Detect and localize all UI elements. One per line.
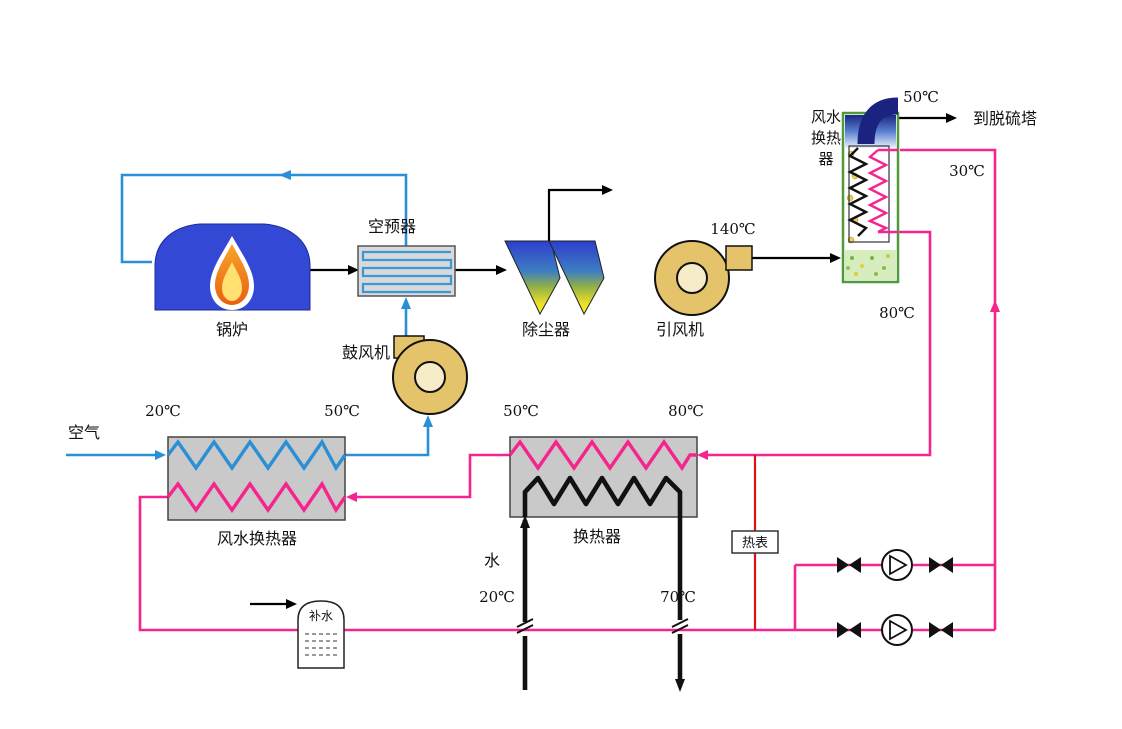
pipe-break-marks (516, 618, 689, 634)
dust-collector-label: 除尘器 (522, 320, 570, 339)
boiler-label: 锅炉 (216, 320, 248, 339)
arrow-into-preheater (348, 265, 359, 275)
arrow-to-stack (946, 113, 957, 123)
arrow-into-dust (496, 265, 507, 275)
to-desulfurization-label: 到脱硫塔 (973, 109, 1037, 128)
id-fan-outlet-duct (725, 245, 753, 271)
heat-meter-label: 热表 (742, 536, 768, 551)
makeup-water-level-lines (305, 633, 337, 656)
preheater-coil (361, 250, 453, 294)
flue-gas-heat-recovery-tower (841, 97, 900, 284)
pump-valve-assembly-2 (837, 614, 953, 646)
arrow-into-fan (423, 415, 433, 427)
air-loop-path (120, 173, 408, 264)
process-water-line (516, 475, 689, 690)
air-water-heat-exchanger (166, 436, 347, 521)
tower-black-coil (847, 147, 869, 237)
flame-core-icon (222, 262, 242, 301)
return-water-riser-line (900, 148, 997, 630)
pump-valve-assembly-1 (837, 549, 953, 581)
arrow-into-tower (830, 253, 841, 263)
dust-hopper-1 (504, 240, 561, 316)
temp-exchanger-out: 50℃ (503, 402, 539, 420)
awhx-air-coil (166, 438, 347, 472)
valve-icon (849, 622, 861, 638)
bottom-return-line (138, 495, 795, 632)
preheater-box (357, 245, 456, 297)
air-to-fan-line (345, 427, 430, 457)
temp-water-out: 70℃ (660, 588, 696, 606)
temp-flue-inlet: 140℃ (710, 220, 755, 238)
arrow-into-left-exchanger (346, 492, 357, 502)
whx-label: 换热器 (573, 527, 621, 546)
hot-water-arrowheads (346, 300, 1000, 502)
flue-gas-arrowheads (286, 113, 957, 609)
air-preheater (357, 245, 456, 297)
air-inlet (66, 450, 166, 460)
valve-icon (929, 557, 941, 573)
makeup-water-tank (297, 600, 345, 669)
dust-hopper-2 (548, 240, 605, 316)
valve-icon (849, 557, 861, 573)
tower-label-line2: 换热 (811, 129, 841, 147)
temp-hot-supply: 80℃ (879, 304, 915, 322)
flue-gas-lines (250, 116, 948, 606)
arrow-water-out (675, 679, 685, 692)
temp-exchanger-in: 80℃ (668, 402, 704, 420)
blower-label: 鼓风机 (342, 343, 390, 362)
stack-duct (857, 97, 899, 145)
induced-draft-fan (654, 240, 753, 316)
valve-icon (941, 622, 953, 638)
whx-hot-coil (508, 439, 697, 472)
blower-hub (414, 361, 446, 393)
interexchanger-50c-line (356, 453, 510, 499)
preheater-label: 空预器 (368, 217, 416, 236)
air-label: 空气 (68, 423, 100, 442)
hot-supply-80c-line (706, 230, 932, 457)
water-label: 水 (484, 551, 500, 570)
heat-meter (731, 455, 779, 630)
temp-return-water: 30℃ (949, 162, 985, 180)
boiler (154, 223, 311, 311)
tower-label-line3: 器 (818, 150, 833, 168)
dust-collector (504, 240, 605, 316)
forced-draft-fan (345, 297, 468, 457)
arrow-into-preheater-bottom (401, 297, 411, 309)
temp-water-in: 20℃ (479, 588, 515, 606)
tower-label-line1: 风水 (811, 108, 841, 126)
heat-meter-box (731, 530, 779, 554)
water-coil (522, 475, 683, 517)
valve-icon (929, 622, 941, 638)
packing-speckles (846, 254, 890, 276)
tower-vertical-label: 风水 换热 器 (811, 108, 841, 168)
valve-icon (837, 557, 849, 573)
dust-outlet-line (547, 188, 604, 241)
arrow-air-inlet (155, 450, 166, 460)
pump-rotor-icon (889, 554, 908, 576)
arrow-dust-outlet (602, 185, 613, 195)
coil-frame (848, 145, 890, 243)
air-loop-arrow (279, 170, 291, 180)
arrow-up-riser (990, 300, 1000, 312)
makeup-label: 补水 (309, 609, 333, 623)
arrow-into-makeup (286, 599, 297, 609)
temp-stack-outlet: 50℃ (903, 88, 939, 106)
temp-air-out: 50℃ (324, 402, 360, 420)
pump-rotor-icon (889, 619, 908, 641)
tower-pink-coil (867, 149, 889, 234)
valve-icon (941, 557, 953, 573)
id-fan-label: 引风机 (656, 320, 704, 339)
air-recirculation-line (120, 170, 408, 264)
awhx-water-coil (166, 480, 347, 514)
valve-icon (837, 622, 849, 638)
arrow-water-in (520, 515, 530, 528)
awhx-label: 风水换热器 (217, 529, 297, 548)
temp-air-in: 20℃ (145, 402, 181, 420)
arrow-into-mid-exchanger (697, 450, 708, 460)
id-fan-hub (676, 262, 708, 294)
